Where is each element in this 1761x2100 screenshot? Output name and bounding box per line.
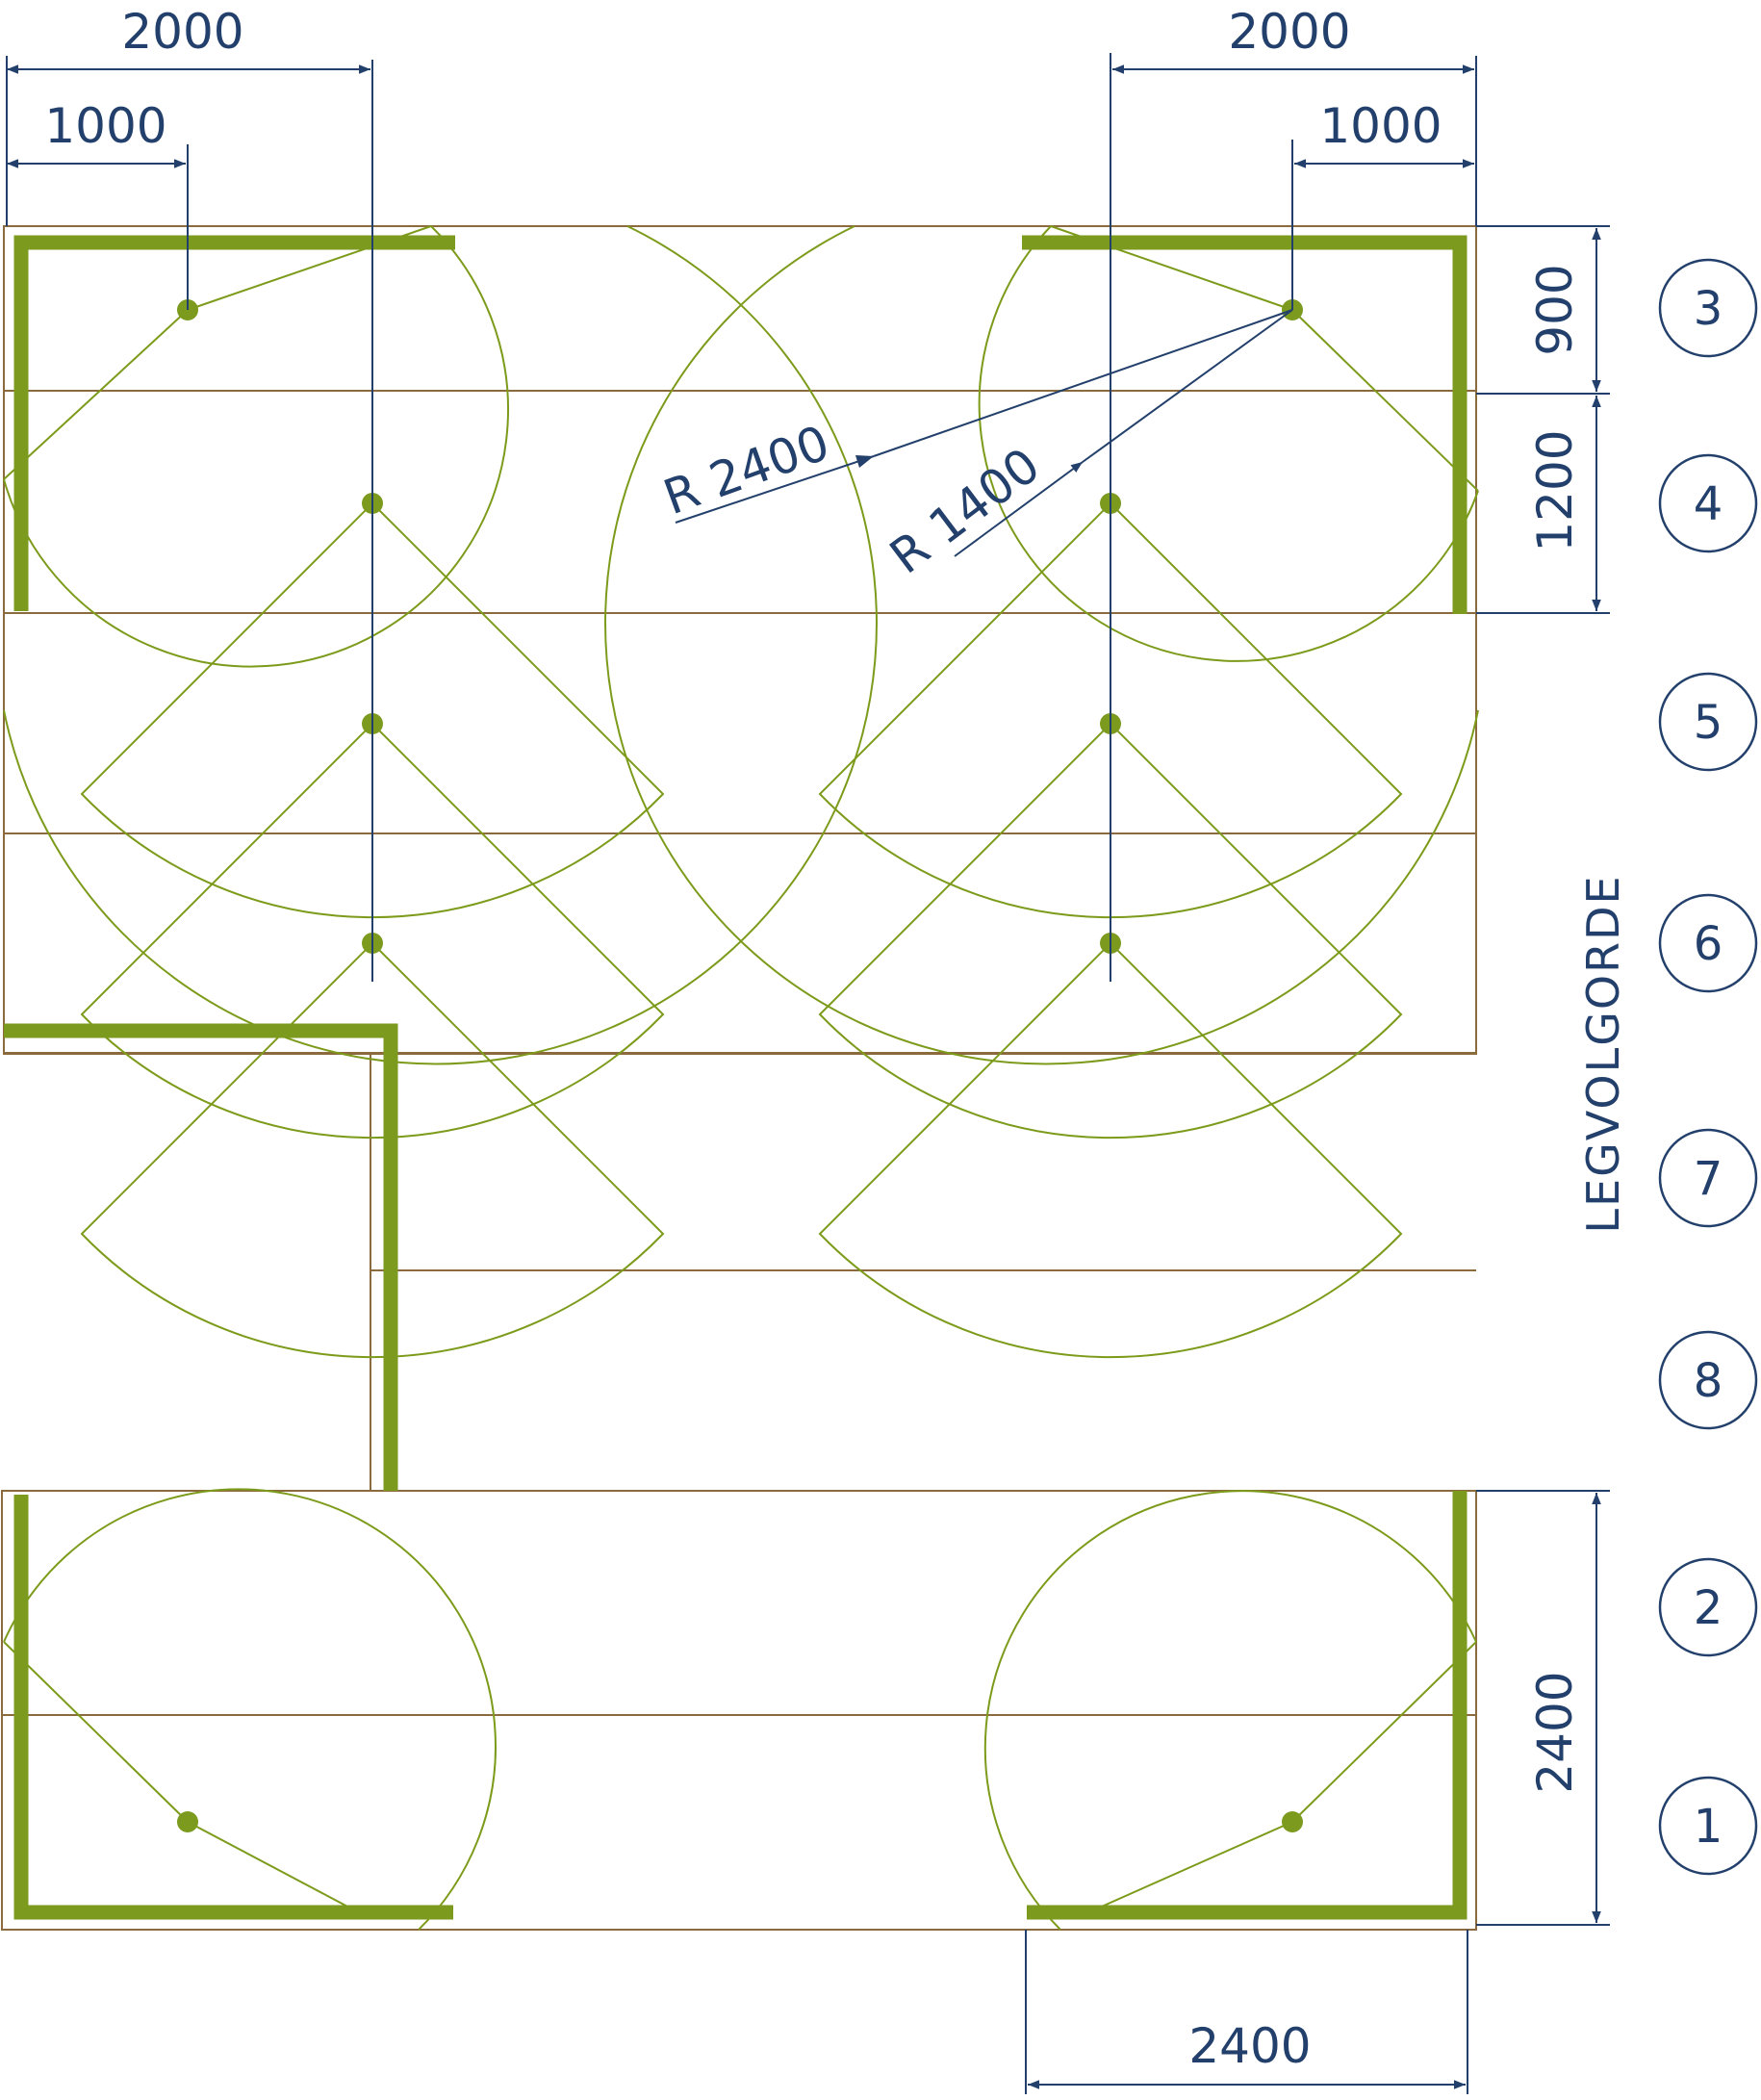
sequence-circle [1658, 1128, 1758, 1228]
coverage-edge [1077, 1821, 1293, 1918]
sequence-circle [1658, 672, 1758, 772]
sequence-number: 3 [1694, 282, 1723, 336]
border-walls [4, 235, 1468, 1920]
sequence-number: 8 [1694, 1354, 1723, 1408]
sequence-marker: 6 [1658, 893, 1758, 993]
dim-label-top-right-inner: 1000 [1319, 98, 1442, 154]
sequence-markers: 3 4 5 6 7 8 2 1 [1658, 258, 1758, 1876]
sequence-circle [1658, 258, 1758, 358]
sequence-number: 6 [1694, 917, 1723, 971]
coverage-arc-corner-tl [3, 225, 509, 668]
sequence-circle [1658, 1557, 1758, 1657]
upper-strip-frame [3, 225, 1477, 1055]
radius-arrowhead [855, 455, 874, 468]
border-top-right [1022, 235, 1468, 614]
pivot-point [177, 1811, 198, 1832]
sequence-number: 1 [1694, 1800, 1723, 1854]
sequence-circle [1658, 1330, 1758, 1430]
sequence-marker: 5 [1658, 672, 1758, 772]
sequence-marker: 1 [1658, 1776, 1758, 1876]
sequence-title: LEGVOLGORDE [1577, 874, 1629, 1233]
radius-line-large [873, 309, 1293, 457]
dim-label-900: 900 [1527, 264, 1583, 355]
border-bottom-left [13, 1495, 453, 1920]
coverage-edge [1291, 1641, 1477, 1823]
dim-label-top-left-inner: 1000 [44, 98, 166, 154]
dimension-lines [7, 64, 1601, 2089]
border-bottom-right [1027, 1491, 1468, 1920]
strip-lines [1, 225, 1477, 1931]
radius-label-large: R 2400 [656, 415, 836, 525]
coverage-edge [3, 1641, 189, 1823]
sequence-number: 5 [1694, 696, 1723, 750]
dim-label-top-right-outer: 2000 [1228, 4, 1350, 60]
sequence-number: 2 [1694, 1581, 1723, 1635]
pivot-point [1282, 1811, 1303, 1832]
coverage-edge [187, 1821, 369, 1918]
sequence-marker: 4 [1658, 453, 1758, 553]
sequence-circle [1658, 1776, 1758, 1876]
radius-label-small: R 1400 [880, 437, 1050, 584]
border-top-left [13, 235, 455, 611]
coverage-arc-corner-bl [3, 1488, 497, 1931]
sequence-marker: 2 [1658, 1557, 1758, 1657]
coverage-cone [80, 941, 665, 1359]
lower-strip-frame [1, 1490, 1477, 1931]
coverage-arc-large-right [604, 225, 1479, 1065]
radius-line-small [1082, 309, 1293, 463]
radius-leader-large [675, 455, 875, 524]
sequence-circle [1658, 893, 1758, 993]
dim-label-2400-horizontal: 2400 [1188, 2018, 1311, 2074]
coverage-patterns [3, 225, 1479, 1931]
coverage-arc-corner-br [983, 1490, 1477, 1931]
coverage-cone [818, 941, 1403, 1359]
sequence-number: 7 [1694, 1152, 1723, 1206]
sequence-circle [1658, 453, 1758, 553]
coverage-cone [818, 722, 1403, 1140]
dim-label-top-left-outer: 2000 [121, 4, 243, 60]
radius-leader-small [954, 461, 1084, 557]
coverage-arc-corner-tr [978, 225, 1479, 662]
sequence-marker: 8 [1658, 1330, 1758, 1430]
sequence-number: 4 [1694, 477, 1723, 531]
border-step [4, 1023, 398, 1491]
extension-lines [6, 53, 1610, 2094]
coverage-cones [80, 501, 1403, 1359]
dim-label-1200: 1200 [1527, 429, 1583, 551]
coverage-edge [1291, 309, 1479, 492]
coverage-arc-large-left [3, 225, 878, 1065]
sequence-marker: 3 [1658, 258, 1758, 358]
coverage-edge [3, 309, 189, 480]
coverage-cone [80, 722, 665, 1140]
dim-label-2400-vertical: 2400 [1527, 1671, 1583, 1793]
sequence-marker: 7 [1658, 1128, 1758, 1228]
